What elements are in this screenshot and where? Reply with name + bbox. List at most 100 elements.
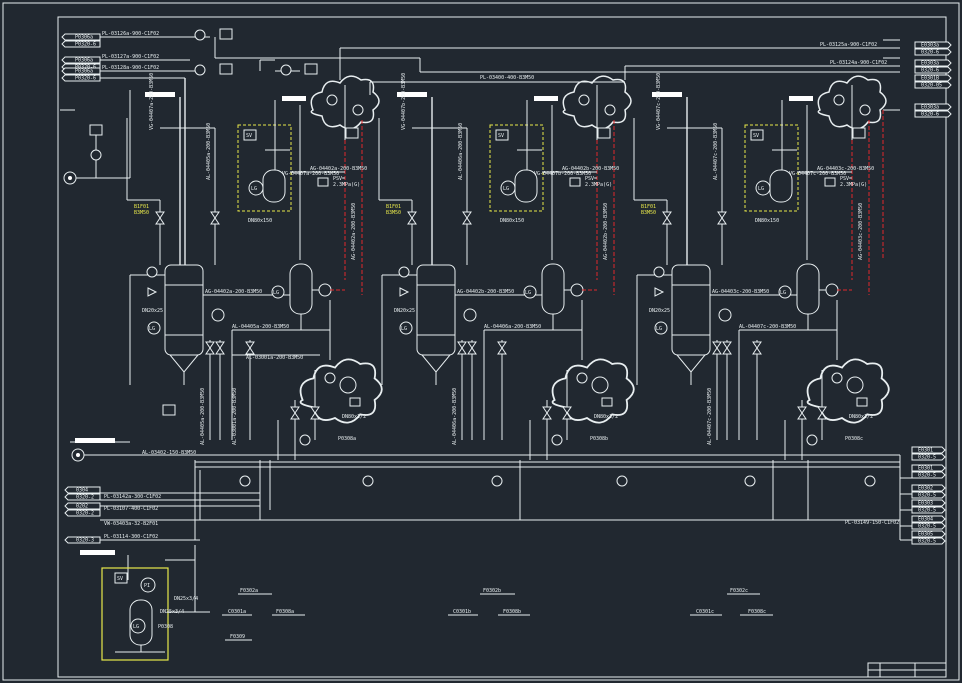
top-left-line-2: PL-03128a-900-C1F02 bbox=[102, 65, 159, 71]
top-left-instruments bbox=[194, 28, 318, 76]
unit-a-bottom-line: AL-03001a-200-B3M50 bbox=[246, 355, 303, 361]
legend-1-title: F0302b bbox=[483, 588, 501, 594]
right-bottom-connector-8: E0304 bbox=[918, 517, 933, 523]
right-bottom-connector-4: E0302 bbox=[918, 486, 933, 492]
detail-vessel: SV PI LG DN25x3/4 P0308 DN25x3/4 bbox=[80, 545, 210, 661]
unit-a-vapor-line: VG-04407a-200-B3M50 bbox=[282, 171, 339, 177]
unit-c-pump-tag: DN80x1/2 bbox=[849, 414, 873, 420]
unit-c-drum-line: AL-04407c-200-B3M50 bbox=[739, 324, 796, 330]
unit-a-sv: SV bbox=[246, 133, 252, 139]
unit-a-vline-3: AL-04405a-200-B3M50 bbox=[200, 388, 206, 445]
header-line-label: PL-03400-400-B3M50 bbox=[480, 75, 534, 81]
right-top-connector-5: 0320-05 bbox=[921, 83, 942, 89]
legend-2-right: F0308c bbox=[748, 609, 766, 615]
unit-b-lg-box: LG bbox=[503, 186, 509, 192]
right-top-connector-0: E0303a bbox=[921, 43, 939, 49]
legend-1-right: F0308b bbox=[503, 609, 521, 615]
unit-a-vline-2: AG-04402a-200-B3M50 bbox=[351, 203, 357, 260]
unit-c-tag-0: B1F01 bbox=[641, 204, 656, 210]
left-bottom-connector-4: 0320-3 bbox=[76, 538, 94, 544]
unit-b-drum-line: AL-04406a-200-B3M50 bbox=[484, 324, 541, 330]
unit-b-vapor-line: VG-04407b-200-B3M50 bbox=[534, 171, 591, 177]
unit-c-tag-2: DN20x25 bbox=[649, 308, 670, 314]
detail-label: P0308 bbox=[158, 624, 173, 630]
unit-b-vline-0: VG-04407b-200-B3M50 bbox=[401, 73, 407, 130]
top-left-line-1: PL-03127a-900-C1F02 bbox=[102, 54, 159, 60]
unit-a-pump-tag: DN80x1/2 bbox=[342, 414, 366, 420]
right-top-connector-4: E0301B bbox=[921, 76, 939, 82]
unit-a-psv-set: 2.3MPa(G) bbox=[333, 182, 360, 188]
left-connector-1: P0320-6 bbox=[75, 42, 96, 48]
unit-c-lg-box: LG bbox=[758, 186, 764, 192]
legend-0-right: F0308a bbox=[276, 609, 294, 615]
legend-0-title: F0302a bbox=[240, 588, 258, 594]
top-right-line-0: PL-03125a-900-C1F02 bbox=[820, 42, 877, 48]
unit-c-vline-1: AL-04407c-200-B3M50 bbox=[713, 123, 719, 180]
unit-c-tag-1: B3M50 bbox=[641, 210, 656, 216]
unit-c-vapor-line: VG-04407c-200-B3M50 bbox=[789, 171, 846, 177]
legend-0-sub: F0309 bbox=[230, 634, 245, 640]
inner-border bbox=[57, 16, 947, 678]
unit-b-psv-set: 2.3MPa(G) bbox=[585, 182, 612, 188]
unit-c-lg-left: LG bbox=[656, 326, 662, 332]
unit-b-lg-drum: LG bbox=[525, 290, 531, 296]
right-top-connector-6: E0303a bbox=[921, 105, 939, 111]
legend-1-left: C0301b bbox=[453, 609, 471, 615]
process-unit-b: B1F01 B3M50 SV LG DN80x150 VG-04407b-200… bbox=[378, 73, 635, 460]
right-bottom-connectors: E0301 0320-5 E0301 0320-5 E0302 0320-5 E… bbox=[911, 446, 946, 545]
unit-b-sv: SV bbox=[498, 133, 504, 139]
right-bottom-connector-5: 0320-5 bbox=[918, 493, 936, 499]
main-header-label: AL-03402-150-B3M50 bbox=[142, 450, 196, 456]
unit-b-tag-2: DN20x25 bbox=[394, 308, 415, 314]
unit-c-vline-3: AL-04407c-200-B3M50 bbox=[707, 388, 713, 445]
main-header-lines bbox=[70, 404, 915, 541]
unit-b-psv-size: DN80x150 bbox=[500, 218, 524, 224]
right-bottom-connector-0: E0301 bbox=[918, 448, 933, 454]
right-top-connector-2: E0303a bbox=[921, 61, 939, 67]
right-bottom-connector-7: 0320-5 bbox=[918, 508, 936, 514]
unit-a-lg-box: LG bbox=[251, 186, 257, 192]
bottom-line-0: PL-03142a-300-C1F02 bbox=[104, 494, 161, 500]
left-bottom-connector-2: 0202 bbox=[76, 504, 88, 510]
unit-b-pump-tag: DN80x1/2 bbox=[594, 414, 618, 420]
unit-b-tank-tag: P0308b bbox=[590, 436, 608, 442]
unit-c-vline-2: AG-04403c-200-B3M50 bbox=[858, 203, 864, 260]
right-bottom-connector-9: 0320-5 bbox=[918, 524, 936, 530]
legend-group-0: F0302a C0301a F0308a F0309 bbox=[222, 588, 305, 641]
left-top-connectors: P0306a P0320-6 P0306a P0320-6 P0306a P03… bbox=[61, 33, 101, 82]
unit-b-separator-tag: AG-04402b-200-B3M50 bbox=[562, 166, 619, 172]
unit-a-drum-line: AL-04405a-200-B3M50 bbox=[232, 324, 289, 330]
unit-b-tag-0: B1F01 bbox=[386, 204, 401, 210]
unit-a-lg-drum: LG bbox=[273, 290, 279, 296]
right-bottom-connector-10: E0305 bbox=[918, 532, 933, 538]
right-bottom-connector-6: E0303 bbox=[918, 501, 933, 507]
right-bottom-line: PL-03149-150-C1F02 bbox=[845, 520, 899, 526]
legend-0-left: C0301a bbox=[228, 609, 246, 615]
unit-a-tag-0: B1F01 bbox=[134, 204, 149, 210]
unit-b-vline-2: AG-04402b-200-B3M50 bbox=[603, 203, 609, 260]
left-connector-5: P0320-6 bbox=[75, 76, 96, 82]
unit-a-tag-1: B3M50 bbox=[134, 210, 149, 216]
right-bottom-connector-11: 0320-5 bbox=[918, 539, 936, 545]
left-pressure-instrument bbox=[63, 90, 131, 185]
detail-sv: SV bbox=[117, 576, 123, 582]
unit-a-tag-2: DN20x25 bbox=[142, 308, 163, 314]
process-unit-c: B1F01 B3M50 SV LG DN80x150 VG-04407c-200… bbox=[633, 73, 890, 460]
unit-c-sv: SV bbox=[753, 133, 759, 139]
left-connector-0: P0306a bbox=[75, 35, 93, 41]
right-top-connector-7: 0320-6 bbox=[921, 112, 939, 118]
left-connector-2: P0306a bbox=[75, 58, 93, 64]
unit-b-sep-line: AG-04402b-200-B3M50 bbox=[457, 289, 514, 295]
bottom-line-3: PL-03114-300-C1F02 bbox=[104, 534, 158, 540]
unit-c-psv-size: DN80x150 bbox=[755, 218, 779, 224]
right-bottom-connector-1: 0320-5 bbox=[918, 455, 936, 461]
right-top-connector-1: 0320-6 bbox=[921, 50, 939, 56]
unit-a-vline-1: AL-04405a-200-B3M50 bbox=[206, 123, 212, 180]
process-unit-a: B1F01 B3M50 SV LG DN80x150 VG-04407a-200… bbox=[126, 73, 383, 460]
top-right-line-1: PL-03124a-900-C1F02 bbox=[830, 60, 887, 66]
unit-c-tank-tag: P0308c bbox=[845, 436, 863, 442]
right-bottom-connector-2: E0301 bbox=[918, 466, 933, 472]
unit-a-tank-tag: P0308a bbox=[338, 436, 356, 442]
unit-b-psv-label: PSV= bbox=[585, 176, 597, 182]
